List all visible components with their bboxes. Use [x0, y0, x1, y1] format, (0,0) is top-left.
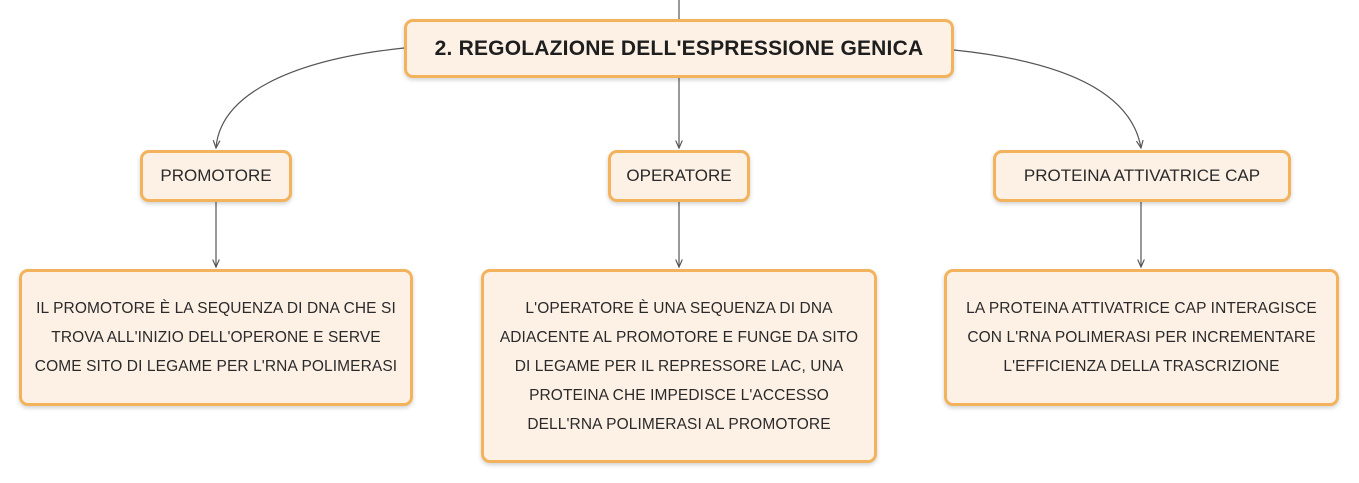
description-promotore[interactable]: IL PROMOTORE È LA SEQUENZA DI DNA CHE SI… — [19, 269, 413, 406]
topic-promotore[interactable]: PROMOTORE — [140, 150, 292, 202]
root-topic[interactable]: 2. REGOLAZIONE DELL'ESPRESSIONE GENICA — [404, 19, 954, 78]
topic-operatore-label: OPERATORE — [626, 166, 732, 185]
connector-root-promotore — [216, 47, 405, 148]
description-operatore-text: L'OPERATORE È UNA SEQUENZA DI DNA ADIACE… — [499, 299, 859, 433]
topic-proteina-attivatrice-cap[interactable]: PROTEINA ATTIVATRICE CAP — [993, 150, 1291, 202]
topic-promotore-label: PROMOTORE — [160, 166, 272, 185]
root-topic-label: 2. REGOLAZIONE DELL'ESPRESSIONE GENICA — [434, 36, 924, 60]
description-promotore-text: IL PROMOTORE È LA SEQUENZA DI DNA CHE SI… — [34, 300, 398, 375]
description-proteina-attivatrice-cap-text: LA PROTEINA ATTIVATRICE CAP INTERAGISCE … — [966, 300, 1317, 375]
description-operatore[interactable]: L'OPERATORE È UNA SEQUENZA DI DNA ADIACE… — [481, 269, 877, 463]
topic-proteina-attivatrice-cap-label: PROTEINA ATTIVATRICE CAP — [1023, 166, 1261, 185]
connector-root-cap — [953, 49, 1141, 148]
topic-operatore[interactable]: OPERATORE — [608, 150, 750, 202]
description-proteina-attivatrice-cap[interactable]: LA PROTEINA ATTIVATRICE CAP INTERAGISCE … — [944, 269, 1339, 406]
